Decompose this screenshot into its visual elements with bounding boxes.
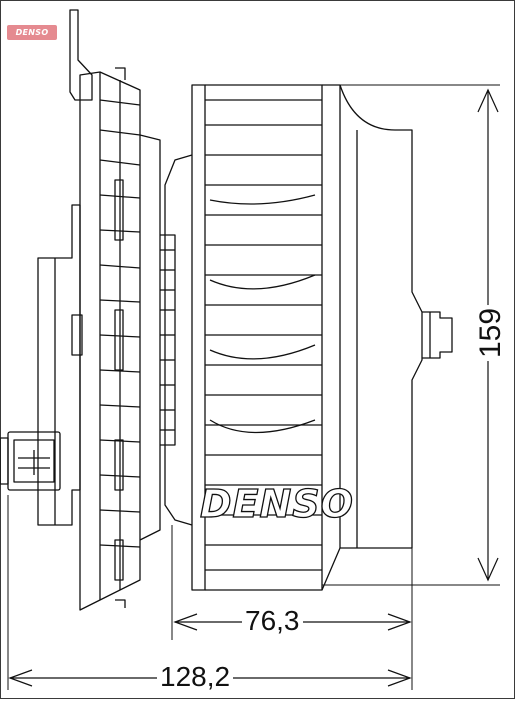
fan-blades bbox=[205, 99, 322, 571]
electrical-connector bbox=[0, 431, 61, 491]
badge-text: DENSO bbox=[15, 28, 49, 37]
dimension-label-total-width: 128,2 bbox=[157, 663, 234, 691]
motor-can bbox=[321, 84, 423, 591]
back-plate bbox=[139, 134, 161, 541]
flange-ribs bbox=[99, 99, 141, 581]
dimension-label-depth: 76,3 bbox=[242, 607, 303, 635]
motor-housing-left bbox=[37, 204, 81, 526]
end-bearing bbox=[422, 311, 453, 359]
mounting-tab bbox=[69, 9, 93, 101]
denso-logo-badge: DENSO bbox=[7, 25, 57, 40]
denso-brand-mark: DENSO bbox=[199, 482, 354, 526]
dimension-label-height: 159 bbox=[474, 304, 507, 362]
fan-hub-ring bbox=[164, 154, 193, 526]
mounting-flange bbox=[79, 71, 141, 611]
motor-shaft bbox=[160, 234, 176, 446]
